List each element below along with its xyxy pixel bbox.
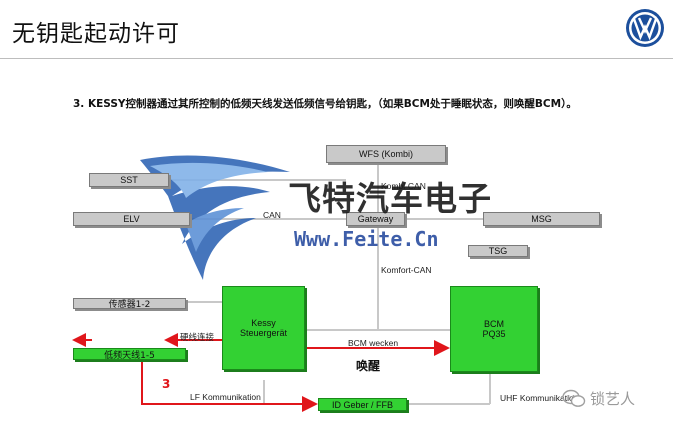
id-geber-box: ID Geber / FFB [318,398,407,411]
elv-box: ELV [73,212,190,226]
step-number: 3 [162,377,171,391]
kessy-sublabel: Steuergerät [239,328,288,338]
page-title: 无钥匙起动许可 [12,21,180,47]
kessy-controller-box: Kessy Steuergerät [222,286,305,370]
sst-box: SST [89,173,169,187]
tsg-box: TSG [468,245,528,257]
watermark-url: Www.Feite.Cn [294,227,439,251]
bcm-box: BCM PQ35 [450,286,538,372]
watermark-brand: 飞特汽车电子 [288,179,492,218]
kessy-label: Kessy [251,318,276,328]
slide-caption: 3. KESSY控制器通过其所控制的低频天线发送低频信号给钥匙，（如果BCM处于… [73,98,577,110]
lf-kommunikation-label: LF Kommunikation [190,392,261,402]
komfort-can-label: Komfort-CAN [381,265,432,275]
vw-logo-icon [626,9,664,47]
bcm-wecken-label: BCM wecken [348,338,399,348]
hardwire-label: 硬线连接 [180,333,215,343]
sensor-bar: 传感器1-2 [73,298,186,310]
uhf-kommunikation-label: UHF Kommunikation [500,393,579,403]
bcm-sublabel: PQ35 [482,329,506,339]
header-divider [0,58,673,59]
wfs-kombi-box: WFS (Kombi) [326,145,446,163]
wechat-icon [562,389,586,407]
can-label: CAN [263,210,281,220]
gateway-box: Gateway [346,212,405,226]
wechat-account-name: 锁艺人 [590,390,636,408]
bcm-label: BCM [484,319,504,329]
lf-antenna-bar: 低频天线1-5 [73,348,186,361]
msg-box: MSG [483,212,600,226]
kombi-can-label: Kombi-CAN [381,181,426,191]
watermark-swoosh [140,155,290,280]
wake-label: 唤醒 [356,359,381,373]
